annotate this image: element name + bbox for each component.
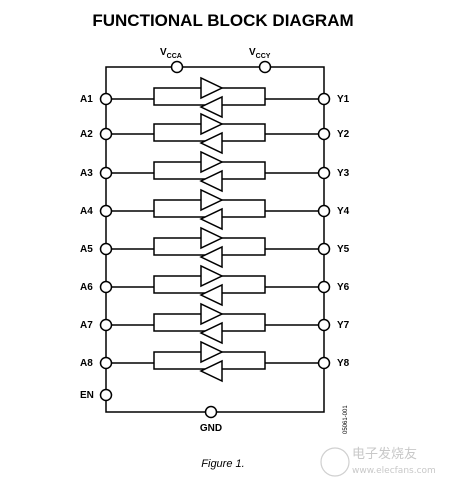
document-number: 05061-001	[343, 405, 349, 434]
buffer-a-to-y-icon	[200, 302, 224, 326]
vccy-pin: VCCY	[249, 47, 272, 74]
y4-label: Y4	[337, 206, 350, 217]
buffer-a-to-y-icon	[200, 112, 224, 136]
y8-pad	[317, 356, 331, 370]
y6-pad	[317, 280, 331, 294]
y2-pad	[317, 127, 331, 141]
a3-pad	[99, 166, 113, 180]
buffer-y-to-a-icon	[199, 169, 223, 193]
buffer-a-to-y-icon	[200, 76, 224, 100]
y4-pad	[317, 204, 331, 218]
buffer-y-to-a-icon	[199, 245, 223, 269]
a1-pad	[99, 92, 113, 106]
buffer-a-to-y-icon	[200, 226, 224, 250]
y3-pad	[317, 166, 331, 180]
buffer-a-to-y-icon	[200, 150, 224, 174]
channel-2: A2 Y2	[80, 112, 350, 155]
buffer-a-to-y-icon	[200, 264, 224, 288]
watermark-url: www.elecfans.com	[352, 466, 436, 476]
buffer-y-to-a-icon	[199, 359, 223, 383]
channel-5: A5 Y5	[80, 226, 350, 269]
channel-7: A7 Y7	[80, 302, 350, 345]
buffer-y-to-a-icon	[199, 283, 223, 307]
figure-caption: Figure 1.	[201, 458, 244, 470]
a3-label: A3	[80, 168, 93, 179]
channel-8: A8 Y8	[80, 340, 350, 383]
channel-1: A1 Y1	[80, 76, 350, 119]
y5-label: Y5	[337, 244, 350, 255]
a4-pad	[99, 204, 113, 218]
a1-label: A1	[80, 94, 93, 105]
vccy-label: VCCY	[249, 47, 271, 60]
y8-label: Y8	[337, 358, 350, 369]
buffer-y-to-a-icon	[199, 207, 223, 231]
y5-pad	[317, 242, 331, 256]
a7-label: A7	[80, 320, 93, 331]
y1-label: Y1	[337, 94, 350, 105]
vcca-pin: VCCA	[160, 47, 184, 74]
vcca-pad	[170, 60, 184, 74]
a6-pad	[99, 280, 113, 294]
a2-label: A2	[80, 129, 93, 140]
a5-label: A5	[80, 244, 93, 255]
a7-pad	[99, 318, 113, 332]
a6-label: A6	[80, 282, 93, 293]
a8-label: A8	[80, 358, 93, 369]
y1-pad	[317, 92, 331, 106]
a2-pad	[99, 127, 113, 141]
y7-label: Y7	[337, 320, 350, 331]
y7-pad	[317, 318, 331, 332]
y6-label: Y6	[337, 282, 350, 293]
watermark-text: 电子发烧友	[352, 446, 417, 462]
a4-label: A4	[80, 206, 93, 217]
en-label: EN	[80, 390, 94, 401]
buffer-y-to-a-icon	[199, 321, 223, 345]
watermark: 电子发烧友 www.elecfans.com	[320, 446, 436, 477]
en-pad	[99, 388, 113, 402]
y2-label: Y2	[337, 129, 350, 140]
a5-pad	[99, 242, 113, 256]
gnd-label: GND	[200, 423, 222, 434]
channel-3: A3 Y3	[80, 150, 350, 193]
buffer-y-to-a-icon	[199, 131, 223, 155]
watermark-logo-icon	[320, 447, 350, 477]
enable-pin: EN	[80, 388, 113, 402]
diagram-title: FUNCTIONAL BLOCK DIAGRAM	[92, 11, 353, 30]
vcca-label: VCCA	[160, 47, 182, 60]
ground-pin: GND	[200, 405, 222, 434]
vccy-pad	[258, 60, 272, 74]
channel-6: A6 Y6	[80, 264, 350, 307]
gnd-pad	[204, 405, 218, 419]
buffer-y-to-a-icon	[199, 95, 223, 119]
channel-4: A4 Y4	[80, 188, 350, 231]
buffer-a-to-y-icon	[200, 188, 224, 212]
a8-pad	[99, 356, 113, 370]
buffer-a-to-y-icon	[200, 340, 224, 364]
y3-label: Y3	[337, 168, 350, 179]
